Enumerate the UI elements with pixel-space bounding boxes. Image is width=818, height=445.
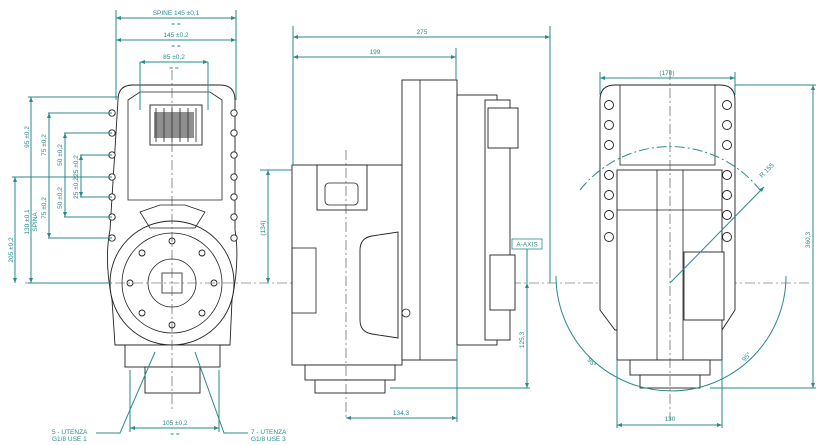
side-dimensions: 275 199 (134) A-AXIS 125,3 134,3 [260, 26, 551, 422]
dim-75-top: 75 ±0,2 [41, 134, 48, 156]
dim-134-3: 134,3 [393, 410, 410, 417]
dim-205: 205 ±0,2 [8, 237, 15, 263]
dim-275: 275 [417, 29, 428, 36]
dim-spine-145: SPINE 145 ±0,1 [153, 10, 200, 17]
callout-use-3: G1/8 USE 3 [251, 436, 286, 443]
dim-130: 130 [665, 416, 676, 423]
dim-125-3: 125,3 [519, 331, 526, 348]
dim-50-top: 50 ±0,2 [57, 144, 64, 166]
front-view [25, 70, 810, 410]
rear-view [599, 70, 736, 420]
callout-utenza-5: 5 - UTENZA [52, 429, 88, 436]
front-dimensions: SPINE 145 ±0,1 = = 145 ±0,2 = = 85 ±0,2 … [8, 10, 287, 443]
dim-105: 105 ±0,2 [162, 420, 188, 427]
dim-170: (170) [659, 70, 674, 77]
side-view [291, 79, 519, 420]
dim-199: 199 [370, 49, 381, 56]
dim-360-3: 360,3 [805, 231, 812, 248]
rear-dimensions: (170) R 155 95° 95° 360,3 130 [555, 70, 816, 428]
dim-85: 85 ±0,2 [163, 54, 185, 61]
sym-mark: = = [171, 21, 181, 28]
dim-25-bottom: 25 ±0,2 [73, 177, 80, 199]
a-axis-label: A-AXIS [516, 242, 538, 249]
dim-75-bottom: 75 ±0,2 [41, 197, 48, 219]
sym-mark: = = [169, 65, 179, 72]
dim-50-bottom: 50 ±0,2 [57, 187, 64, 209]
sym-mark: = = [170, 431, 180, 438]
dim-130: 130 ±0,1 [24, 209, 31, 235]
dim-angle-left: 95° [585, 356, 598, 369]
dim-95: 95 ±0,2 [24, 126, 31, 148]
callout-use-1: G1/8 USE 1 [52, 436, 87, 443]
dim-radius: R 155 [758, 162, 775, 179]
dim-angle-right: 95° [740, 350, 753, 363]
dim-spina: SPINA [32, 212, 39, 232]
callout-utenza-7: 7 - UTENZA [251, 429, 287, 436]
dim-25-top: 25 ±0,2 [73, 155, 80, 177]
dim-145: 145 ±0,2 [163, 32, 189, 39]
dim-134-ref: (134) [260, 220, 267, 235]
sym-mark: = = [171, 43, 181, 50]
rotation-arc [555, 275, 787, 392]
